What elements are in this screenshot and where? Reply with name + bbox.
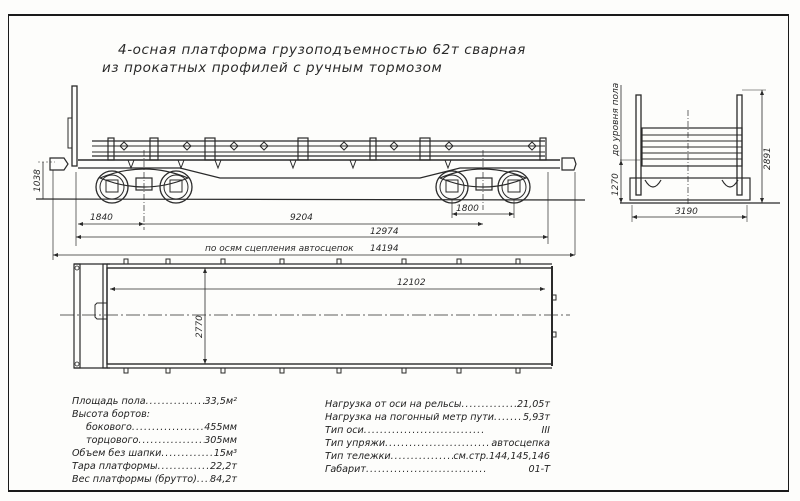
title-line-2: из прокатных профилей с ручным тормозом [102, 60, 443, 76]
spec-row-gross-weight: Вес платформы (брутто)..................… [72, 474, 237, 485]
spec-row-end-wall: торцового.......................305мм [86, 435, 237, 446]
spec-row-tare: Тара платформы.......................22,… [72, 461, 237, 472]
spec-row-axle-type: Тип оси..............................III [325, 425, 550, 436]
spec-row-gauge: Габарит..............................01-… [325, 464, 550, 475]
spec-row-floor-area: Площадь пола.......................33,5м… [72, 396, 237, 407]
drawing-frame [8, 14, 789, 492]
spec-row-track-load: Нагрузка на погонный метр пути..........… [325, 412, 550, 423]
spec-row-side-height-header: Высота бортов: [72, 409, 151, 420]
spec-row-coupling-type: Тип упряжи..............................… [325, 438, 550, 449]
title-line-1: 4-осная платформа грузоподъемностью 62т … [118, 42, 526, 58]
specs-right: Нагрузка от оси на рельсы...............… [325, 398, 550, 476]
spec-row-side-wall: бокового.......................455мм [86, 422, 237, 433]
specs-left: Площадь пола.......................33,5м… [72, 395, 237, 486]
spec-row-bogie-type: Тип тележки.............................… [325, 451, 550, 462]
spec-row-axle-load: Нагрузка от оси на рельсы...............… [325, 399, 550, 410]
spec-row-volume: Объем без шапки.......................15… [72, 448, 237, 459]
